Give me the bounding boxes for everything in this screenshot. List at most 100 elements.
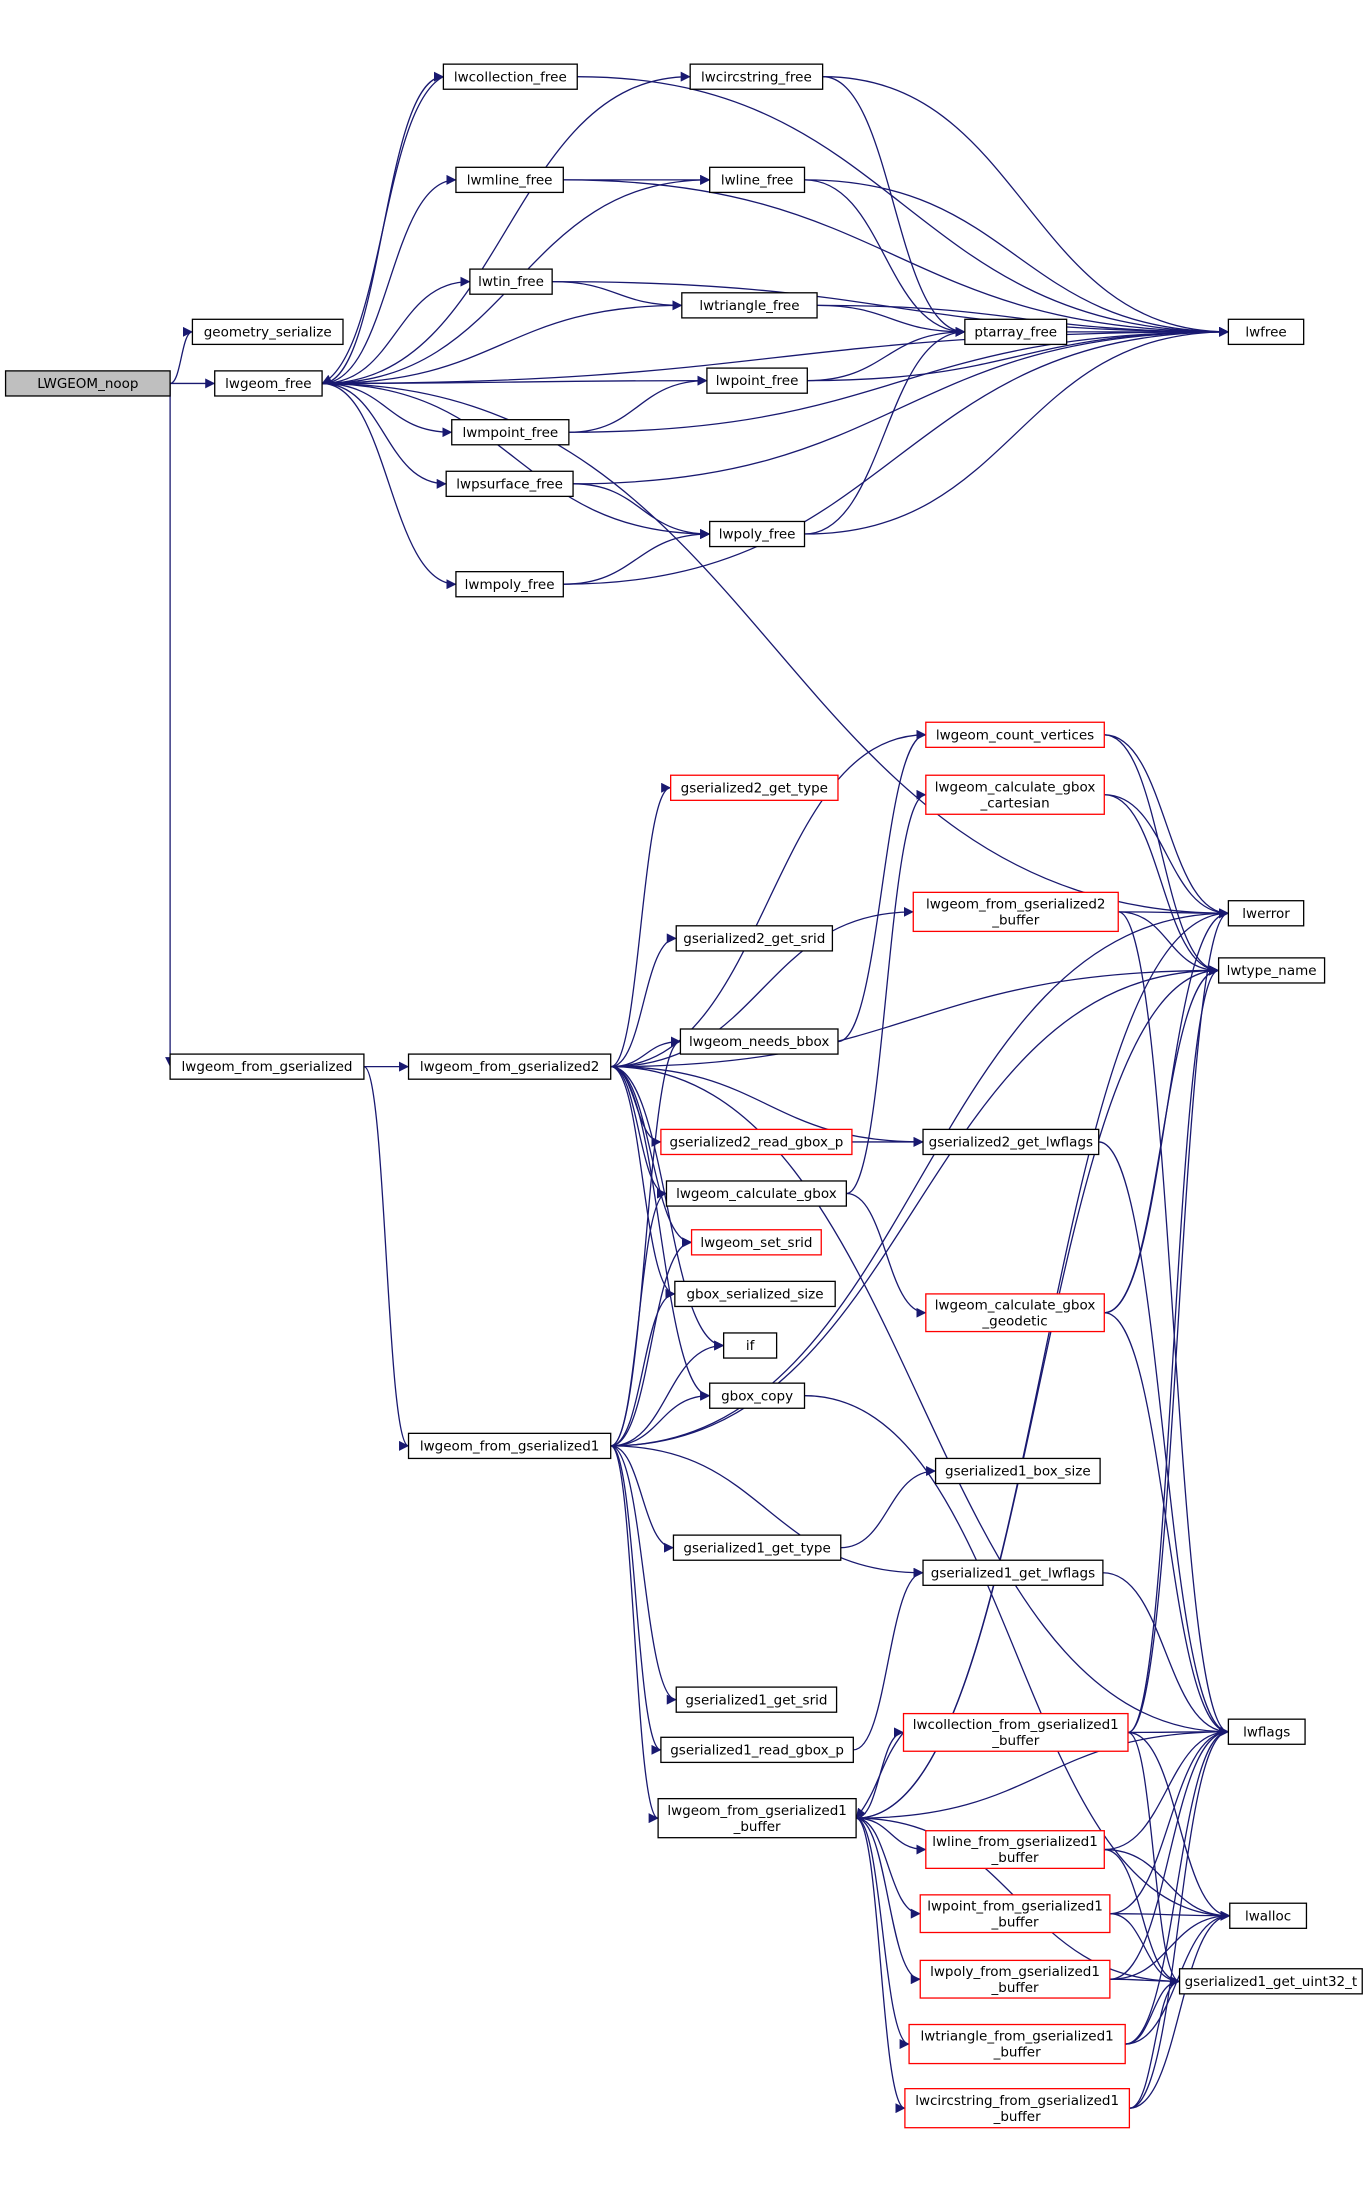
node-lwmpoly-free[interactable]: lwmpoly_free [455, 571, 564, 598]
node-lwline-free[interactable]: lwline_free [709, 166, 806, 194]
node-box [925, 774, 1105, 815]
node-lwline-from-gserialized1-buffer[interactable]: lwline_from_gserialized1_buffer [925, 1830, 1105, 1870]
node-lwpoint-from-gserialized1-buffer[interactable]: lwpoint_from_gserialized1_buffer [919, 1894, 1111, 1934]
node-label: gserialized1_get_type [683, 1540, 830, 1556]
edge-lwline-from-gserialized1-buffer-to-lwflags [1104, 1726, 1229, 1851]
edge-line [1127, 908, 1229, 1734]
node-lwmpoint-free[interactable]: lwmpoint_free [451, 419, 570, 446]
node-lwgeom-from-gserialized[interactable]: lwgeom_from_gserialized [169, 1053, 365, 1080]
node-box [709, 1382, 806, 1409]
edge-line [322, 300, 683, 385]
edge-line [610, 1445, 674, 1553]
edge-line [322, 276, 471, 385]
node-lwgeom-calculate-gbox-geodetic[interactable]: lwgeom_calculate_gbox_geodetic [925, 1293, 1105, 1333]
node-lwgeom-count-vertices[interactable]: lwgeom_count_vertices [925, 721, 1105, 748]
node-gserialized2-get-lwflags[interactable]: gserialized2_get_lwflags [922, 1128, 1100, 1156]
node-lwcollection-free[interactable]: lwcollection_free [442, 63, 578, 90]
node-label: gserialized2_get_type [681, 780, 828, 796]
node-box [925, 1293, 1105, 1333]
node-lwgeom-from-gserialized2[interactable]: lwgeom_from_gserialized2 [407, 1053, 612, 1080]
edge-lwcircstring-from-gserialized1-buffer-to-gserialized1-get-uint32-t [1129, 1976, 1181, 2109]
node-gserialized2-get-type[interactable]: gserialized2_get_type [670, 774, 839, 801]
node-lwgeom-calculate-gbox[interactable]: lwgeom_calculate_gbox [665, 1180, 847, 1207]
node-lwtriangle-free[interactable]: lwtriangle_free [681, 292, 818, 319]
edge-line [610, 906, 914, 1068]
edge-line [610, 965, 1220, 1447]
edge-line [840, 1466, 937, 1549]
node-lwtriangle-from-gserialized1-buffer[interactable]: lwtriangle_from_gserialized1_buffer [908, 2023, 1126, 2065]
node-lwpoint-free[interactable]: lwpoint_free [706, 367, 808, 394]
node-lwtype-name[interactable]: lwtype_name [1217, 957, 1326, 984]
node-root[interactable]: LWGEOM_noop [4, 370, 171, 397]
node-gserialized2-get-srid[interactable]: gserialized2_get_srid [675, 925, 834, 952]
edge-line [610, 1065, 693, 1248]
node-lwalloc[interactable]: lwalloc [1229, 1902, 1308, 1929]
node-box [912, 891, 1119, 933]
node-lwcircstring-from-gserialized1-buffer[interactable]: lwcircstring_from_gserialized1_buffer [904, 2088, 1131, 2129]
node-label: lwpoint_from_gserialized1 [927, 1898, 1103, 1914]
node-box [1178, 1968, 1363, 1995]
node-gserialized1-get-uint32-t[interactable]: gserialized1_get_uint32_t [1178, 1968, 1363, 1995]
node-ptarray-free[interactable]: ptarray_free [964, 318, 1068, 346]
edge-line [1104, 1726, 1229, 1851]
node-gserialized1-get-lwflags[interactable]: gserialized1_get_lwflags [922, 1559, 1104, 1586]
node-geometry-serialize[interactable]: geometry_serialize [191, 318, 344, 346]
node-box [4, 370, 171, 397]
edge-gbox-copy-to-lwalloc [804, 1395, 1231, 1921]
node-box [674, 1280, 836, 1308]
node-label: lwgeom_from_gserialized1 [667, 1803, 847, 1819]
node-lwpsurface-free[interactable]: lwpsurface_free [445, 470, 574, 498]
node-lwcircstring-free[interactable]: lwcircstring_free [689, 63, 824, 90]
edge-lwgeom-from-gserialized2-buffer-to-lwerror [1118, 908, 1229, 919]
node-lwflags[interactable]: lwflags [1227, 1718, 1306, 1745]
node-gbox-serialized-size[interactable]: gbox_serialized_size [674, 1280, 836, 1308]
node-gserialized1-read-gbox-p[interactable]: gserialized1_read_gbox_p [660, 1736, 854, 1764]
node-gserialized1-get-type[interactable]: gserialized1_get_type [672, 1534, 842, 1561]
node-lwgeom-from-gserialized1-buffer[interactable]: lwgeom_from_gserialized1_buffer [657, 1797, 857, 1839]
node-box [1227, 318, 1305, 346]
node-lwgeom-from-gserialized1[interactable]: lwgeom_from_gserialized1 [407, 1432, 612, 1460]
edge-line [563, 179, 1229, 337]
node-lwtin-free[interactable]: lwtin_free [469, 268, 553, 295]
edge-lwmpoint-free-to-lwfree [568, 326, 1229, 433]
edge-line [610, 1065, 676, 1299]
node-box [922, 1128, 1100, 1156]
edge-lwgeom-from-gserialized1-to-gbox-serialized-size [610, 1288, 676, 1447]
node-lwcollection-from-gserialized1-buffer[interactable]: lwcollection_from_gserialized1_buffer [902, 1712, 1129, 1752]
node-label: _geodetic [981, 1313, 1047, 1329]
node-lwpoly-from-gserialized1-buffer[interactable]: lwpoly_from_gserialized1_buffer [919, 1959, 1111, 1999]
node-lwmline-free[interactable]: lwmline_free [455, 166, 564, 194]
node-box [681, 292, 818, 319]
node-label: if [746, 1338, 756, 1354]
node-gserialized1-box-size[interactable]: gserialized1_box_size [934, 1457, 1101, 1485]
node-lwfree[interactable]: lwfree [1227, 318, 1305, 346]
edge-lwmpoly-free-to-lwpoly-free [563, 529, 711, 585]
node-gserialized1-get-srid[interactable]: gserialized1_get_srid [675, 1686, 838, 1713]
node-lwerror[interactable]: lwerror [1227, 900, 1305, 927]
edge-line [822, 76, 1229, 337]
node-gbox-copy[interactable]: gbox_copy [709, 1382, 806, 1409]
edge-line [610, 1445, 924, 1578]
edge-line [1104, 1312, 1229, 1737]
node-lwgeom-free[interactable]: lwgeom_free [214, 370, 323, 397]
edge-line [856, 965, 1220, 1819]
edge-lwcircstring-from-gserialized1-buffer-to-lwalloc [1129, 1910, 1231, 2109]
node-box [922, 1559, 1104, 1586]
node-lwgeom-calculate-gbox-cartesian[interactable]: lwgeom_calculate_gbox_cartesian [925, 774, 1105, 815]
node-box [672, 1534, 842, 1561]
node-lwgeom-from-gserialized2-buffer[interactable]: lwgeom_from_gserialized2_buffer [912, 891, 1119, 933]
node-label: _buffer [991, 1914, 1039, 1930]
node-label: LWGEOM_noop [37, 376, 138, 392]
node-lwgeom-needs-bbox[interactable]: lwgeom_needs_bbox [679, 1028, 839, 1055]
edge-lwgeom-from-gserialized2-to-gbox-copy [610, 1065, 711, 1401]
node-lwpoly-free[interactable]: lwpoly_free [709, 520, 806, 548]
edge-lwgeom-free-to-lwmline-free [322, 174, 457, 385]
node-gserialized2-read-gbox-p[interactable]: gserialized2_read_gbox_p [660, 1128, 853, 1156]
node-lwgeom-set-srid[interactable]: lwgeom_set_srid [690, 1229, 822, 1256]
node-if[interactable]: if [722, 1332, 778, 1359]
edge-lwgeom-free-to-lwcircstring-free [322, 71, 691, 385]
edge-lwpoint-from-gserialized1-buffer-to-lwflags [1109, 1726, 1229, 1915]
edge-line [1127, 1731, 1181, 1987]
edge-lwgeom-free-to-lwmpoly-free [322, 382, 457, 590]
